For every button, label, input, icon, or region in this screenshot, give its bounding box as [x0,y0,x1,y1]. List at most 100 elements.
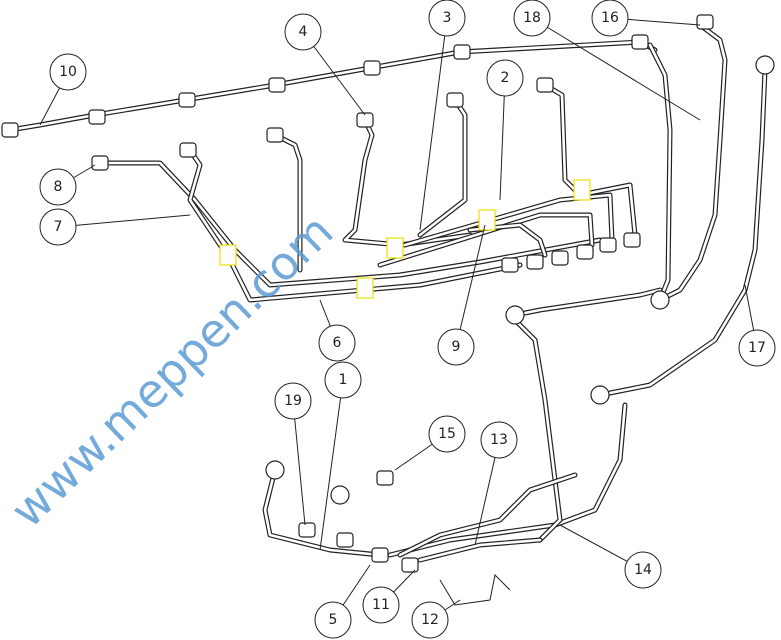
nut-fitting [526,254,544,270]
fuel-pipe-inner [98,161,602,287]
nut-fitting [91,155,109,171]
callout-6: 6 [318,324,356,362]
callout-number: 4 [299,24,308,40]
fuel-pipe-inner [648,43,672,302]
nut-fitting [268,77,286,93]
fuel-pipe-inner [513,318,562,542]
callout-number: 10 [59,64,77,80]
callout-18: 18 [513,0,551,37]
callout-circle [738,329,776,367]
fuel-pipe-inner [388,403,627,557]
callout-number: 9 [452,339,461,355]
fuel-pipe-inner [513,288,662,317]
callout-circle [591,0,629,37]
callout-circle [486,59,524,97]
callout-number: 5 [329,612,338,628]
nut-fitting [336,532,354,548]
callout-16: 16 [591,0,629,37]
nut-fitting [536,77,554,93]
fuel-pipe [97,160,603,288]
callout-circle [274,382,312,420]
banjo-eye [330,485,350,505]
callout-number: 14 [634,562,652,578]
fuel-pipe-inner [263,468,382,557]
nut-fitting [446,92,464,108]
leader-line-1 [319,379,344,551]
callout-circle [284,13,322,51]
pipe-clamp [478,209,496,231]
callout-9: 9 [437,328,475,366]
nut-fitting [576,244,594,260]
nut-fitting [623,232,641,248]
callout-number: 8 [54,179,63,195]
callout-number: 2 [501,70,510,86]
nut-fitting [501,257,519,273]
leader-line-3 [419,17,448,231]
callout-1: 1 [324,361,362,399]
nut-fitting [1,122,19,138]
callout-12: 12 [411,601,449,639]
callout-number: 17 [748,340,766,356]
callout-14: 14 [624,551,662,589]
callout-circle [513,0,551,37]
callout-circle [428,0,466,37]
fuel-pipe-inner [658,23,727,302]
leader-lines [39,17,758,621]
nut-fitting [453,44,471,60]
nut-fitting [631,34,649,50]
callout-number: 6 [333,335,342,351]
banjo-eye [505,305,525,325]
fuel-pipe [7,39,658,133]
fittings [1,14,775,606]
nut-fitting [551,250,569,266]
callout-circle [480,421,518,459]
callout-circle [314,601,352,639]
nut-fitting [363,60,381,76]
banjo-eye [755,55,775,75]
watermark: www.meppen.com [0,204,343,538]
nut-fitting [179,142,197,158]
callout-number: 15 [438,426,456,442]
fuel-pipe-inner [398,473,577,557]
bracket-12 [439,573,511,606]
banjo-eye [265,460,285,480]
callout-number: 19 [284,393,302,409]
callout-circle [49,53,87,91]
fuel-pipe [342,117,473,248]
fuel-pipe-inner [8,40,657,132]
callout-circle [624,551,662,589]
leader-line-19 [292,400,306,526]
nut-fitting [88,109,106,125]
callout-number: 1 [339,372,348,388]
callout-number: 16 [601,10,619,26]
pipe-clamp [386,237,404,259]
nut-fitting [696,14,714,30]
pipe-clamp [356,277,374,299]
nut-fitting [371,547,389,563]
nut-fitting [266,127,284,143]
callout-number: 18 [523,10,541,26]
callout-number: 3 [443,10,452,26]
leader-line-7 [57,214,191,228]
nut-fitting [298,522,316,538]
nut-fitting [599,237,617,253]
fuel-pipe-inner [543,83,637,237]
callout-circle [39,168,77,206]
fuel-pipe [262,467,383,558]
callout-circle [437,328,475,366]
callout-5: 5 [314,601,352,639]
callout-15: 15 [428,415,466,453]
callout-number: 13 [490,432,508,448]
callout-number: 7 [54,219,63,235]
callout-7: 7 [39,208,77,246]
fuel-pipe-inner [273,133,302,272]
callout-circle [318,324,356,362]
callout-circle [324,361,362,399]
callout-circle [428,415,466,453]
callout-10: 10 [49,53,87,91]
nut-fitting [376,470,394,486]
leader-line-9 [455,224,486,348]
